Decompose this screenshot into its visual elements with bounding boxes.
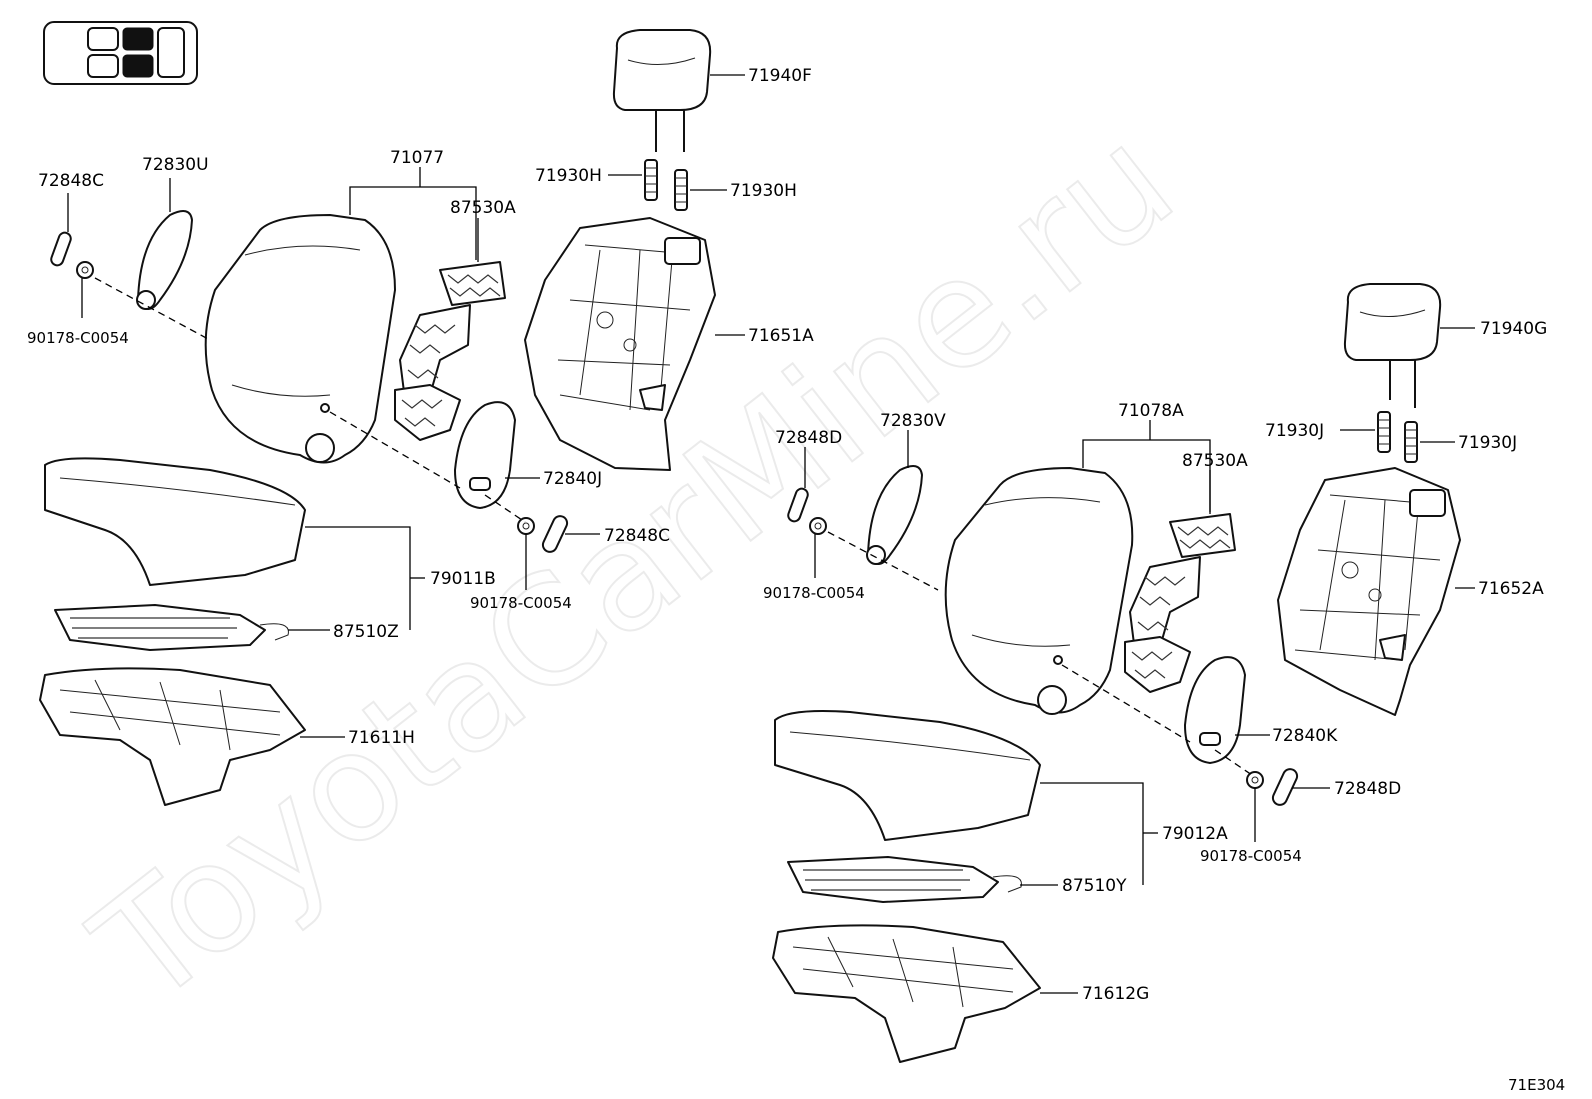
label-87530A-right: 87530A [1182, 451, 1248, 471]
diagram-code: 71E304 [1508, 1076, 1565, 1094]
clip-72848C-lower [541, 515, 569, 553]
label-71077: 71077 [390, 148, 444, 168]
nut-90178-upper [76, 261, 94, 279]
label-72848D-a: 72848D [775, 428, 842, 448]
seat-heater-87530A-left [394, 261, 506, 441]
clip-72848D-lower [1271, 768, 1299, 806]
label-71611H: 71611H [348, 728, 415, 748]
label-90178-d: 90178-C0054 [1200, 847, 1302, 865]
label-71612G: 71612G [1082, 984, 1149, 1004]
label-87510Z: 87510Z [333, 622, 399, 642]
label-71940F: 71940F [748, 66, 812, 86]
label-79012A: 79012A [1162, 824, 1228, 844]
leader-lines-right [804, 327, 1475, 994]
label-71940G: 71940G [1480, 319, 1547, 339]
seatback-cover-71078A [944, 467, 1134, 715]
seatback-cover-71077 [204, 214, 396, 464]
headrest-71940G [1343, 283, 1442, 408]
label-72848C-a: 72848C [38, 171, 104, 191]
seatback-frame-71652A [1277, 467, 1461, 716]
label-72830U: 72830U [142, 155, 209, 175]
seat-cushion-cover-79012A [774, 710, 1041, 841]
seat-position-icon [43, 21, 198, 85]
label-71930J-a: 71930J [1265, 421, 1324, 441]
nut-90178-right-lower [1246, 771, 1264, 789]
label-79011B: 79011B [430, 569, 496, 589]
side-cover-72840K [1184, 656, 1246, 764]
label-72840K: 72840K [1272, 726, 1338, 746]
label-90178-b: 90178-C0054 [470, 594, 572, 612]
label-87510Y: 87510Y [1062, 876, 1127, 896]
label-71930J-b: 71930J [1458, 433, 1517, 453]
label-72830V: 72830V [880, 411, 946, 431]
seatback-frame-71651A [524, 217, 716, 471]
label-72840J: 72840J [543, 469, 602, 489]
seat-heater-87510Y [787, 856, 1022, 903]
label-90178-a: 90178-C0054 [27, 329, 129, 347]
label-71078A: 71078A [1118, 401, 1184, 421]
label-71652A: 71652A [1478, 579, 1544, 599]
recliner-cover-72830U [136, 210, 193, 310]
headrest-71940F [612, 29, 712, 152]
side-cover-72840J [454, 401, 516, 509]
label-87530A-left: 87530A [450, 198, 516, 218]
headrest-guide-71930H [644, 159, 688, 211]
clip-72848C-upper [50, 231, 72, 267]
seat-cushion-frame-71612G [772, 924, 1041, 1063]
label-71930H-a: 71930H [535, 166, 602, 186]
nut-90178-lower [517, 517, 535, 535]
nut-90178-right-upper [809, 517, 827, 535]
leader-lines-left [67, 74, 745, 738]
part-labels: 71940F 71930H 71930H 71077 87530A 72830U… [27, 66, 1565, 1094]
label-71651A: 71651A [748, 326, 814, 346]
seat-heater-87510Z [54, 604, 289, 651]
seat-heater-87530A-right [1124, 513, 1236, 693]
label-72848C-b: 72848C [604, 526, 670, 546]
label-72848D-b: 72848D [1334, 779, 1401, 799]
seat-cushion-frame-71611H [39, 667, 306, 806]
clip-72848D-upper [787, 487, 809, 523]
recliner-cover-72830V [866, 465, 923, 565]
label-71930H-b: 71930H [730, 181, 797, 201]
label-90178-c: 90178-C0054 [763, 584, 865, 602]
headrest-guide-71930J [1377, 411, 1418, 463]
seat-cushion-cover-79011B [44, 457, 306, 586]
